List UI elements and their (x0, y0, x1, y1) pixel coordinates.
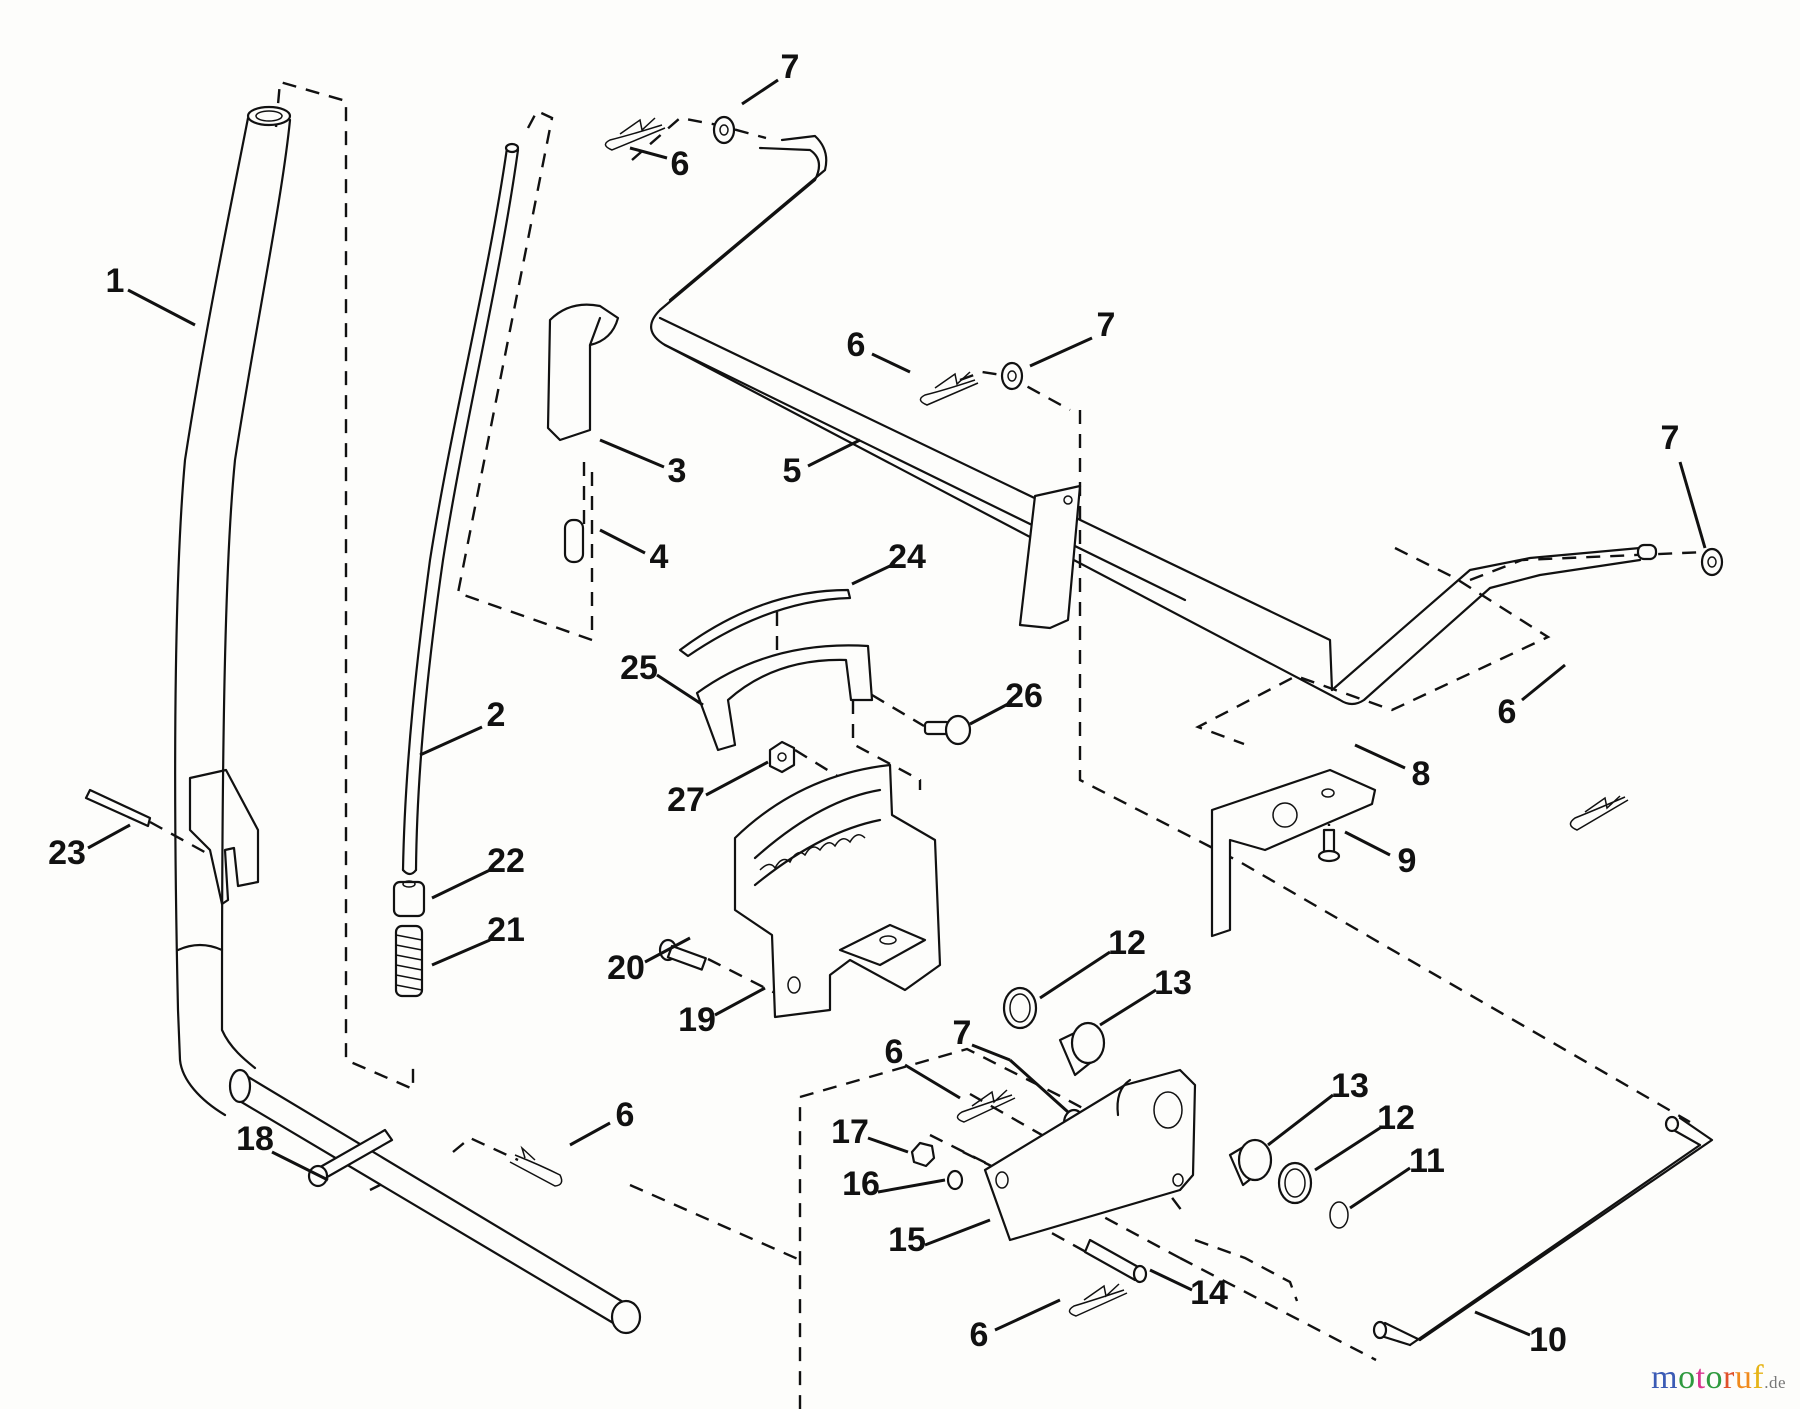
callout-1: 1 (106, 262, 125, 300)
part-2-rod (401, 142, 520, 876)
callout-4: 4 (650, 538, 669, 576)
callout-labels: 1 2 3 4 5 6 7 6 7 7 6 8 9 24 25 26 27 23… (48, 48, 1679, 1359)
callout-13-right: 13 (1331, 1067, 1369, 1105)
hairpin-clips-6 (509, 117, 1629, 1317)
callout-16: 16 (842, 1165, 880, 1203)
washers-7 (712, 115, 1724, 1138)
callout-22: 22 (487, 842, 525, 880)
part-19-quadrant-bracket (733, 763, 942, 1019)
callout-3: 3 (668, 452, 687, 490)
part-24-strip (678, 588, 852, 658)
part-25-arc-bracket (695, 644, 874, 752)
callout-26: 26 (1005, 677, 1043, 715)
watermark-letter: u (1734, 1359, 1753, 1396)
part-5-shift-rod (650, 134, 1658, 706)
callout-25: 25 (620, 649, 658, 687)
callout-21: 21 (487, 911, 525, 949)
watermark-letter: f (1752, 1359, 1765, 1396)
leader-lines (87, 78, 1707, 1337)
part-11-snap-ring (1329, 1201, 1349, 1229)
callout-23: 23 (48, 834, 86, 872)
callout-6-top: 6 (671, 145, 690, 183)
part-15-lever-plate (983, 1068, 1197, 1242)
part-1-lever-tube (174, 105, 642, 1335)
callout-7-mid: 7 (1097, 306, 1116, 344)
callout-10: 10 (1529, 1321, 1567, 1359)
callout-6-lower: 6 (885, 1033, 904, 1071)
part-9-bolt (1317, 828, 1341, 863)
callout-12-top: 12 (1108, 924, 1146, 962)
callout-13-top: 13 (1154, 964, 1192, 1002)
callout-18: 18 (236, 1120, 274, 1158)
part-21-spring (394, 924, 424, 998)
callout-6-bottom: 6 (970, 1316, 989, 1354)
watermark-letter: t (1695, 1359, 1706, 1396)
callout-7-right: 7 (1661, 419, 1680, 457)
part-26-bolt (923, 714, 972, 746)
callout-15: 15 (888, 1221, 926, 1259)
part-13-bushing (1058, 1021, 1273, 1187)
watermark-letter: r (1723, 1359, 1735, 1396)
callout-20: 20 (607, 949, 645, 987)
callout-9: 9 (1398, 842, 1417, 880)
watermark-logo: motoruf.de (1651, 1359, 1786, 1397)
part-23-roll-pin (84, 788, 152, 828)
callout-7-top: 7 (781, 48, 800, 86)
part-27-nut (768, 740, 796, 774)
part-14-shoulder-bolt (1083, 1238, 1148, 1284)
callout-2: 2 (487, 696, 506, 734)
part-3-knob (546, 303, 620, 442)
callout-6-right: 6 (1498, 693, 1517, 731)
part-12-washer (1002, 986, 1313, 1205)
part-17-nut (910, 1141, 936, 1168)
part-8-bracket (1210, 768, 1377, 938)
part-16-lock-washer (946, 1169, 964, 1191)
callout-12-right: 12 (1377, 1099, 1415, 1137)
watermark-letter: o (1705, 1359, 1724, 1396)
callout-24: 24 (888, 538, 926, 576)
part-10-rod (1372, 1115, 1714, 1347)
watermark-suffix: .de (1764, 1373, 1786, 1392)
callout-17: 17 (831, 1113, 869, 1151)
callout-7-lower: 7 (953, 1014, 972, 1052)
watermark-letter: m (1651, 1359, 1679, 1396)
callout-27: 27 (667, 781, 705, 819)
callout-14: 14 (1190, 1274, 1228, 1312)
part-20-bolt (658, 938, 707, 971)
callout-5: 5 (783, 452, 802, 490)
part-4-pin (563, 518, 585, 564)
part-22-spacer (392, 880, 426, 918)
callout-6-mid: 6 (847, 326, 866, 364)
callout-11: 11 (1409, 1142, 1445, 1180)
callout-8: 8 (1412, 755, 1431, 793)
watermark-letter: o (1678, 1359, 1696, 1396)
callout-6-left: 6 (616, 1096, 635, 1134)
assembly-guide-lines (149, 80, 1706, 1409)
callout-19: 19 (678, 1001, 716, 1039)
